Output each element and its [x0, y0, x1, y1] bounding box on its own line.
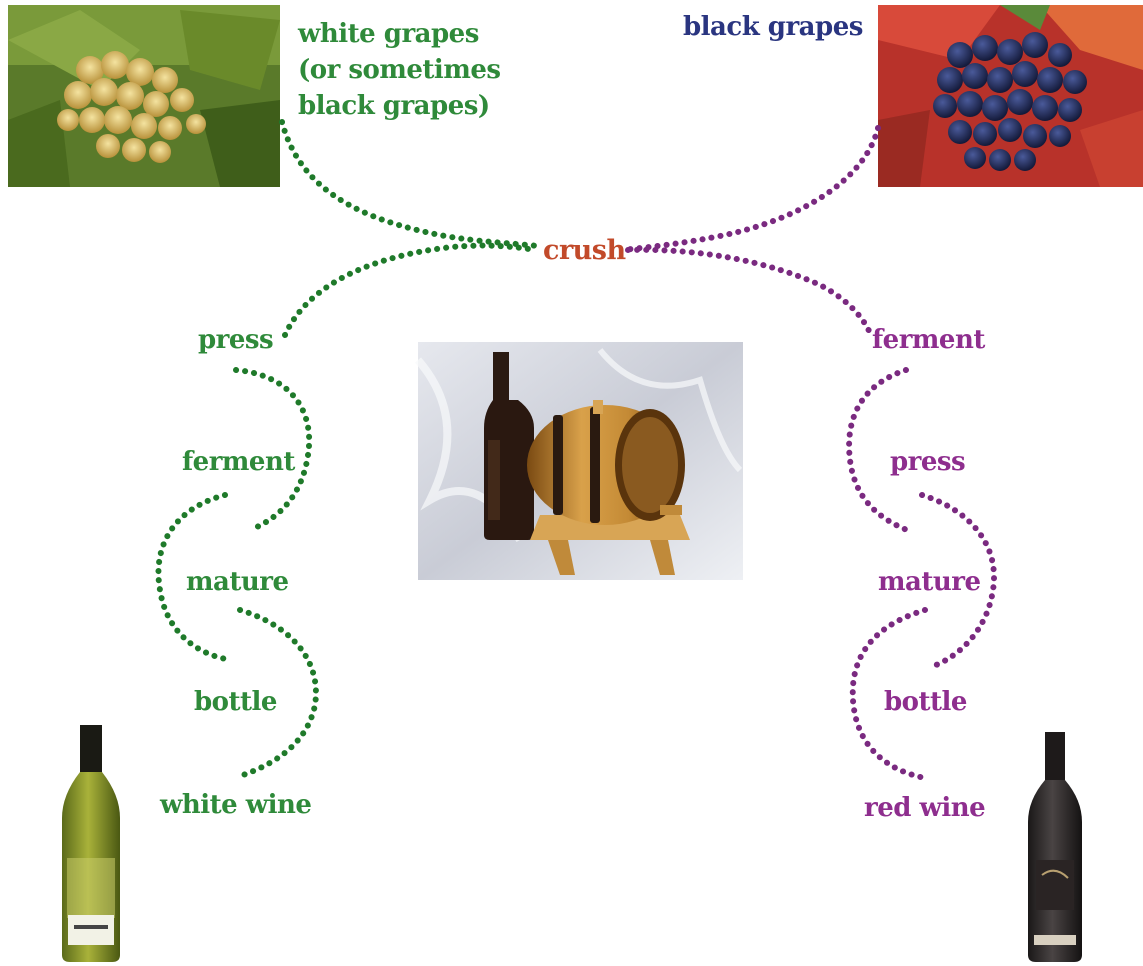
- label-black-grapes: black grapes: [683, 14, 863, 40]
- label-white-grapes-line2: (or sometimes: [298, 52, 501, 88]
- label-white-grapes: white grapes (or sometimes black grapes): [298, 16, 501, 124]
- label-crush: crush: [543, 237, 626, 264]
- label-white-bottle: bottle: [194, 689, 277, 715]
- label-red-bottle: bottle: [884, 689, 967, 715]
- label-red-mature: mature: [878, 569, 981, 595]
- label-white-mature: mature: [186, 569, 289, 595]
- wine-barrel-photo: [418, 342, 743, 580]
- label-red-ferment: ferment: [872, 327, 985, 353]
- label-white-grapes-line1: white grapes: [298, 16, 501, 52]
- black-grapes-photo: [878, 5, 1143, 187]
- label-white-wine: white wine: [160, 792, 311, 818]
- label-red-wine: red wine: [864, 795, 985, 821]
- label-white-grapes-line3: black grapes): [298, 88, 501, 124]
- label-white-ferment: ferment: [182, 449, 295, 475]
- label-white-press: press: [198, 327, 273, 353]
- label-red-press: press: [890, 449, 965, 475]
- red-wine-bottle: [1028, 732, 1082, 962]
- white-wine-bottle: [62, 725, 120, 962]
- white-grapes-photo: [8, 5, 280, 187]
